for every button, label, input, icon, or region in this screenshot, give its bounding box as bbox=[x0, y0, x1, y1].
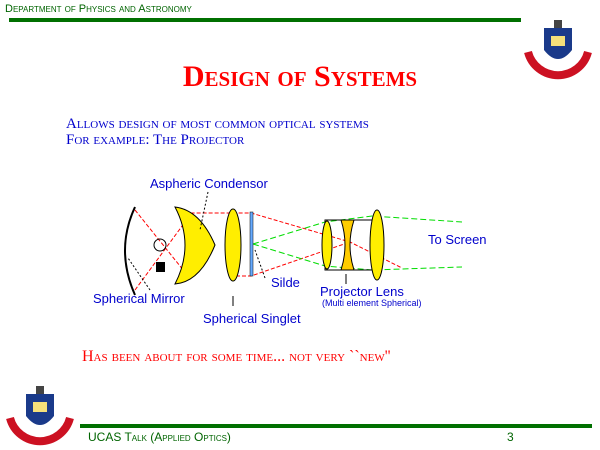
university-seal-logo bbox=[522, 8, 594, 80]
page-number: 3 bbox=[507, 430, 514, 444]
label-projector-lens: Projector Lens bbox=[320, 284, 404, 299]
lamp-base bbox=[156, 262, 165, 272]
label-aspheric-condensor: Aspheric Condensor bbox=[150, 176, 268, 191]
university-seal-logo-footer bbox=[4, 374, 76, 446]
leader-lines bbox=[127, 191, 347, 306]
label-spherical-singlet: Spherical Singlet bbox=[203, 311, 301, 326]
lamp-bulb bbox=[153, 238, 167, 252]
green-rays bbox=[252, 215, 463, 271]
subtitle-line-1: Allows design of most common optical sys… bbox=[66, 116, 369, 132]
label-spherical-mirror: Spherical Mirror bbox=[93, 291, 185, 306]
footer-talk-title: UCAS Talk (Applied Optics) bbox=[88, 430, 231, 444]
closing-note: Has been about for some time... not very… bbox=[82, 348, 391, 365]
projector-lens-element-1 bbox=[321, 220, 333, 270]
spherical-mirror bbox=[124, 206, 136, 296]
footer-divider bbox=[80, 424, 592, 428]
projector-lens-element-2 bbox=[340, 219, 355, 271]
department-header: Department of Physics and Astronomy bbox=[5, 3, 192, 15]
label-projector-lens-note: (Multi element Spherical) bbox=[322, 298, 422, 308]
label-to-screen: To Screen bbox=[428, 232, 487, 247]
header-divider bbox=[9, 18, 521, 22]
slide-element bbox=[249, 211, 254, 277]
aspheric-condensor-lens bbox=[174, 206, 216, 285]
subtitle-line-2: For example: The Projector bbox=[66, 132, 245, 148]
projector-lens-element-3 bbox=[369, 209, 385, 281]
slide-title: Design of Systems bbox=[182, 60, 418, 93]
red-rays bbox=[134, 209, 403, 291]
label-slide: Silde bbox=[271, 275, 300, 290]
spherical-singlet-lens bbox=[224, 208, 242, 282]
